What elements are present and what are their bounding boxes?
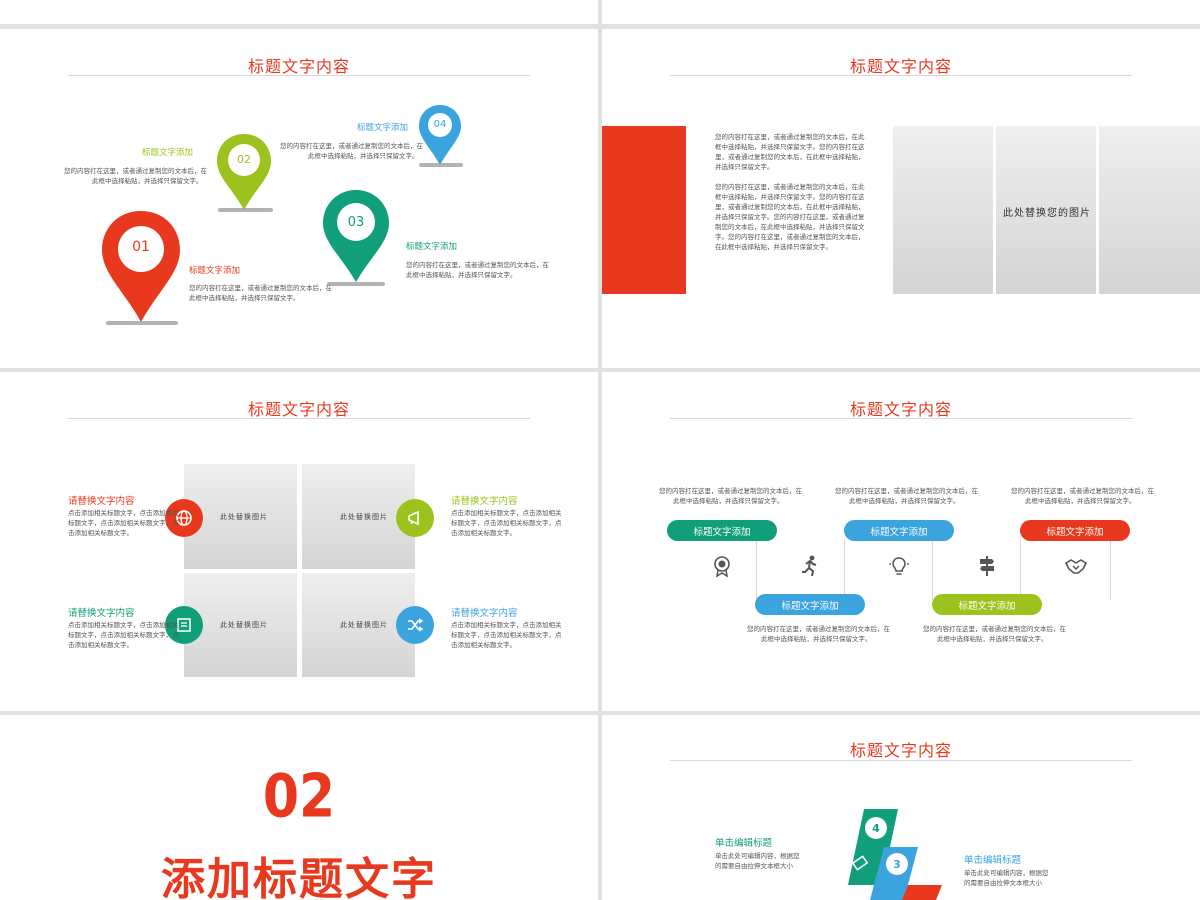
item-2-desc: 点击添加相关标题文字，点击添加相关标题文字，点击添加相关标题文字，点击添加相关标… (451, 509, 562, 537)
slide-title: 标题文字内容 (849, 400, 952, 419)
document-icon (165, 606, 203, 644)
photo-placeholder-1[interactable] (893, 126, 993, 294)
left-item-desc: 单击此处可编辑内容，根据您的需要自由拉伸文本框大小 (715, 852, 800, 870)
pin-01-desc-2: 此框中选择粘贴，并选择只保留文字。 (189, 294, 300, 302)
item-4-title: 请替换文字内容 (451, 608, 518, 619)
map-pin-02-icon (217, 134, 271, 210)
pin-04-desc-1: 您的内容打在这里，或者通过复制您的文本后，在 (280, 142, 423, 150)
step-2-desc: 您的内容打在这里，或者通过复制您的文本后，在此框中选择粘贴，并选择只保留文字。 (747, 625, 890, 643)
photo-placeholder-3[interactable] (1099, 126, 1200, 294)
pin-03-desc-1: 您的内容打在这里，或者通过复制您的文本后，在 (406, 261, 549, 269)
connector-line (1110, 540, 1111, 600)
map-pin-03-icon (323, 190, 389, 282)
step-2-pill[interactable]: 标题文字添加 (755, 594, 865, 615)
pin-04-desc-2: 此框中选择粘贴，并选择只保留文字。 (308, 152, 419, 160)
section-number: 02 (262, 762, 336, 832)
right-item-title: 单击编辑标题 (964, 855, 1022, 866)
slide-stacked-steps[interactable]: 标题文字内容 4 3 单击编辑标题 单击此处可编辑内容，根据您的需要自由拉伸文本… (602, 715, 1200, 900)
title-divider (68, 75, 530, 76)
slide-partial-right[interactable] (602, 0, 1200, 24)
globe-icon (165, 499, 203, 537)
slide-timeline[interactable]: 标题文字内容 您的内容打在这里，或者通过复制您的文本后，在此框中选择粘贴，并选择… (602, 372, 1200, 711)
title-divider (68, 418, 530, 419)
step-4-number: 4 (865, 817, 887, 839)
signpost-icon (973, 552, 1001, 580)
pin-01-desc-1: 您的内容打在这里，或者通过复制您的文本后，在 (189, 284, 332, 292)
item-2-title: 请替换文字内容 (451, 496, 518, 507)
map-pin-01-icon (102, 211, 180, 322)
runner-icon (796, 552, 824, 580)
grid-photo-caption: 此处替换图片 (340, 513, 388, 521)
slide-image-grid[interactable]: 标题文字内容 此处替换图片 此处替换图片 此处替换图片 此处替换图片 请替换文字… (0, 372, 598, 711)
pin-03-desc-2: 此框中选择粘贴，并选择只保留文字。 (406, 271, 517, 279)
pin-04-shadow (419, 163, 463, 167)
map-pin-04-icon (419, 105, 461, 165)
paragraph-1: 您的内容打在这里，或者通过复制您的文本后，在此框中选择粘贴，并选择只保留文字。您… (715, 133, 865, 171)
step-1-desc: 您的内容打在这里，或者通过复制您的文本后，在此框中选择粘贴，并选择只保留文字。 (659, 487, 802, 505)
slide-title: 标题文字内容 (849, 741, 952, 760)
pin-02-desc-2: 此框中选择粘贴，并选择只保留文字。 (92, 177, 203, 185)
pin-04-label: 标题文字添加 (357, 123, 409, 133)
title-divider (670, 75, 1132, 76)
pin-01-label: 标题文字添加 (189, 266, 241, 276)
shuffle-icon (396, 606, 434, 644)
step-1-pill[interactable]: 标题文字添加 (667, 520, 777, 541)
step-5-desc: 您的内容打在这里，或者通过复制您的文本后，在此框中选择粘贴，并选择只保留文字。 (1011, 487, 1154, 505)
photo-placeholder-text: 此处替换您的图片 (1003, 208, 1091, 219)
pin-02-shadow (218, 208, 273, 212)
item-4-desc: 点击添加相关标题文字，点击添加相关标题文字，点击添加相关标题文字，点击添加相关标… (451, 621, 562, 649)
grid-photo-caption: 此处替换图片 (220, 513, 268, 521)
step-5-pill[interactable]: 标题文字添加 (1020, 520, 1130, 541)
pin-01-number: 01 (132, 239, 150, 255)
connector-line (932, 540, 933, 600)
step-4-desc: 您的内容打在这里，或者通过复制您的文本后，在此框中选择粘贴，并选择只保留文字。 (923, 625, 1066, 643)
pin-04-number: 04 (433, 119, 447, 130)
connector-line (756, 540, 757, 600)
slide-title: 标题文字内容 (849, 57, 952, 76)
connector-line (1020, 540, 1021, 600)
slide-partial-left[interactable] (0, 0, 598, 24)
step-3-number: 3 (886, 853, 908, 875)
item-1-desc: 点击添加相关标题文字，点击添加相关标题文字，点击添加相关标题文字，点击添加相关标… (68, 509, 179, 537)
grid-photo-caption: 此处替换图片 (220, 621, 268, 629)
step-3-pill[interactable]: 标题文字添加 (844, 520, 954, 541)
step-4-pill[interactable]: 标题文字添加 (932, 594, 1042, 615)
lightbulb-icon (885, 552, 913, 580)
red-accent-block (602, 126, 686, 294)
title-divider (670, 760, 1132, 761)
badge-icon (708, 552, 736, 580)
item-3-desc: 点击添加相关标题文字，点击添加相关标题文字，点击添加相关标题文字，点击添加相关标… (68, 621, 179, 649)
grid-photo-caption: 此处替换图片 (340, 621, 388, 629)
title-divider (670, 418, 1132, 419)
left-item-title: 单击编辑标题 (715, 838, 773, 849)
paragraph-2: 您的内容打在这里，或者通过复制您的文本后，在此框中选择粘贴，并选择只保留文字。您… (715, 183, 865, 251)
pin-02-desc-1: 您的内容打在这里，或者通过复制您的文本后，在 (64, 167, 207, 175)
ticket-icon (851, 855, 869, 871)
step-3-desc: 您的内容打在这里，或者通过复制您的文本后，在此框中选择粘贴，并选择只保留文字。 (835, 487, 978, 505)
photo-placeholder-2[interactable] (996, 126, 1096, 294)
pin-01-shadow (106, 321, 178, 325)
slide-text-photo[interactable]: 标题文字内容 您的内容打在这里，或者通过复制您的文本后，在此框中选择粘贴，并选择… (602, 29, 1200, 368)
pin-03-number: 03 (347, 215, 365, 230)
slide-title: 标题文字内容 (247, 400, 350, 419)
megaphone-icon (396, 499, 434, 537)
handshake-icon (1062, 552, 1090, 580)
pin-03-label: 标题文字添加 (406, 242, 458, 252)
pin-02-number: 02 (237, 153, 251, 166)
section-heading: 添加标题文字 (161, 854, 437, 900)
item-1-title: 请替换文字内容 (68, 496, 135, 507)
pin-03-shadow (327, 282, 385, 286)
right-item-desc: 单击此处可编辑内容，根据您的需要自由拉伸文本框大小 (964, 869, 1049, 887)
slide-section-title[interactable]: 02 添加标题文字 (0, 715, 598, 900)
connector-line (844, 540, 845, 600)
item-3-title: 请替换文字内容 (68, 608, 135, 619)
pin-02-label: 标题文字添加 (142, 148, 194, 158)
slide-title: 标题文字内容 (247, 57, 350, 76)
slide-map-pins[interactable]: 标题文字内容 01 标题文字添加 您的内容打在这里，或者通过复制您的文本后，在 … (0, 29, 598, 368)
